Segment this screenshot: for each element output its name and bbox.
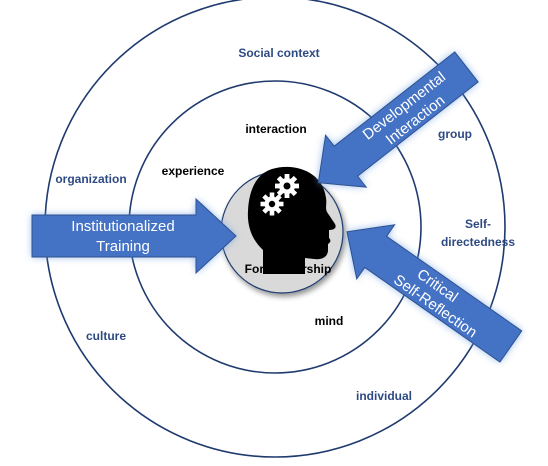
- critical-self-reflection-arrow: Critical Self-Reflection: [346, 224, 523, 363]
- institutionalized-training-arrow: Institutionalized Training: [31, 197, 237, 275]
- developmental-interaction-arrow: Developmental Interaction: [317, 51, 479, 188]
- head-with-gears-icon: [247, 166, 336, 274]
- label-mind: mind: [315, 314, 344, 328]
- institutionalized-label-line2: Training: [96, 238, 150, 255]
- label-self: Self-: [465, 217, 491, 231]
- center-label-line2: For Leadership: [245, 262, 332, 276]
- label-group: group: [438, 127, 472, 141]
- label-directedness: directedness: [441, 235, 515, 249]
- label-individual: individual: [356, 389, 412, 403]
- center-label-line1: Learning: [267, 244, 318, 258]
- label-social-context: Social context: [238, 46, 319, 60]
- institutionalized-label-line1: Institutionalized: [71, 218, 174, 235]
- label-interaction: interaction: [245, 122, 306, 136]
- label-organization: organization: [55, 172, 126, 186]
- label-culture: culture: [86, 329, 126, 343]
- label-experience: experience: [162, 164, 225, 178]
